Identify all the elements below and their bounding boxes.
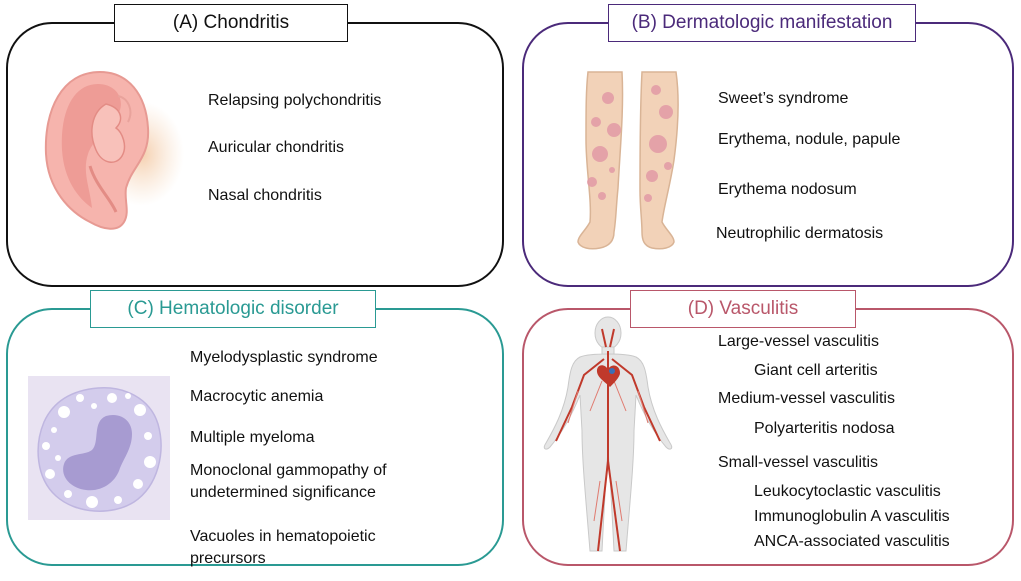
vasculitis-item: Large-vessel vasculitis: [718, 333, 879, 350]
hematologic-item: Monoclonal gammopathy of: [190, 462, 387, 479]
panel-hematologic-title: (C) Hematologic disorder: [90, 290, 376, 328]
ear-icon: [30, 62, 190, 242]
vasculitis-item: Medium-vessel vasculitis: [718, 390, 895, 407]
dermatologic-item: Sweet’s syndrome: [718, 90, 849, 107]
vasculitis-item: Immunoglobulin A vasculitis: [754, 508, 950, 525]
dermatologic-item: Neutrophilic dermatosis: [716, 225, 884, 242]
body-vessels-icon: [528, 311, 688, 567]
hematologic-item: Myelodysplastic syndrome: [190, 349, 378, 366]
dermatologic-item: Erythema nodosum: [718, 181, 857, 198]
chondritis-item: Nasal chondritis: [208, 187, 322, 204]
panel-chondritis-title: (A) Chondritis: [114, 4, 348, 42]
chondritis-item: Relapsing polychondritis: [208, 92, 382, 109]
panel-dermatologic-title: (B) Dermatologic manifestation: [608, 4, 916, 42]
vasculitis-item: ANCA-associated vasculitis: [754, 533, 950, 550]
hematologic-item: Vacuoles in hematopoietic: [190, 528, 376, 545]
dermatologic-item: Erythema, nodule, papule: [718, 131, 901, 148]
chondritis-item: Auricular chondritis: [208, 139, 345, 156]
vasculitis-item: Leukocytoclastic vasculitis: [754, 483, 941, 500]
hematologic-item: Multiple myeloma: [190, 429, 315, 446]
hematologic-item: Macrocytic anemia: [190, 388, 324, 405]
vasculitis-item: Giant cell arteritis: [754, 362, 878, 379]
hematologic-item: undetermined significance: [190, 484, 376, 501]
legs-icon: [570, 70, 700, 260]
hematologic-item: precursors: [190, 550, 266, 567]
vasculitis-item: Polyarteritis nodosa: [754, 420, 895, 437]
panel-vasculitis-title: (D) Vasculitis: [630, 290, 856, 328]
vasculitis-item: Small-vessel vasculitis: [718, 454, 879, 471]
neutrophil-icon: [28, 376, 170, 520]
